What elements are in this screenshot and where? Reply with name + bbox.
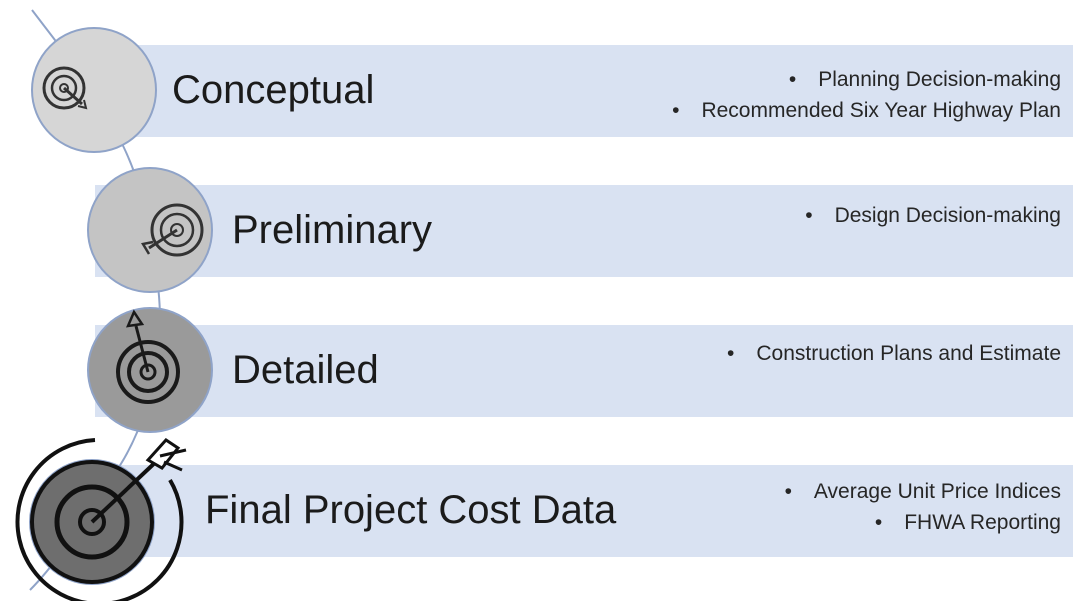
stage-title-preliminary: Preliminary	[232, 208, 433, 252]
stage-title-final: Final Project Cost Data	[205, 488, 617, 532]
bullet-item: Construction Plans and Estimate	[727, 338, 1061, 369]
stage-title-conceptual: Conceptual	[172, 68, 375, 112]
stage-bullets-preliminary: Design Decision-making	[805, 200, 1061, 231]
bullet-item: Design Decision-making	[805, 200, 1061, 231]
stage-circle-final	[15, 438, 187, 601]
stage-title-detailed: Detailed	[232, 348, 379, 392]
stage-circle-conceptual	[31, 27, 157, 153]
bullet-item: Planning Decision-making	[672, 64, 1061, 95]
bullet-item: Average Unit Price Indices	[785, 476, 1061, 507]
target-arrow-icon	[116, 309, 180, 404]
stage-bullets-final: Average Unit Price Indices FHWA Reportin…	[785, 476, 1061, 538]
stage-bullets-conceptual: Planning Decision-making Recommended Six…	[672, 64, 1061, 126]
bullet-item: Recommended Six Year Highway Plan	[672, 95, 1061, 126]
target-arrow-icon	[42, 66, 88, 110]
target-arrow-icon	[141, 203, 204, 257]
stage-circle-detailed	[87, 307, 213, 433]
stage-circle-preliminary	[87, 167, 213, 293]
target-bullseye-icon	[15, 438, 187, 601]
bullet-item: FHWA Reporting	[785, 507, 1061, 538]
stage-bullets-detailed: Construction Plans and Estimate	[727, 338, 1061, 369]
